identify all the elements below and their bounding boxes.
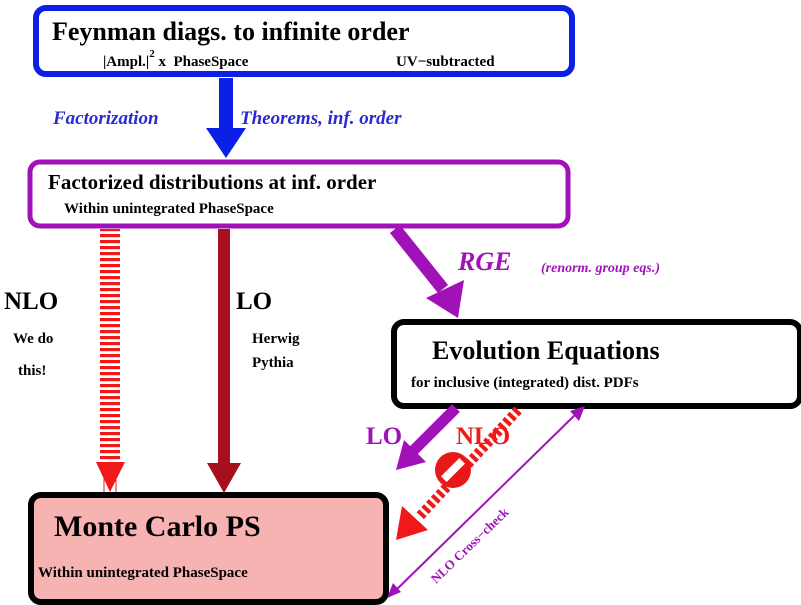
factorization-arrow — [206, 78, 246, 158]
ampl-superscript: 2 — [149, 48, 155, 60]
pythia-label: Pythia — [252, 355, 294, 371]
we-do-line1: We do — [13, 331, 53, 347]
nlo-evolution-label: NLO — [456, 423, 510, 450]
cross-check-arrow — [387, 406, 585, 598]
monte-carlo-box-title: Monte Carlo PS — [54, 510, 261, 543]
factorized-box — [27, 159, 571, 229]
lo-label: LO — [236, 288, 272, 315]
no-entry-icon — [435, 452, 471, 488]
lo-evolution-label: LO — [366, 423, 402, 450]
evolution-box-subtitle: for inclusive (integrated) dist. PDFs — [411, 375, 639, 391]
phasespace-text: x PhaseSpace — [155, 54, 249, 70]
we-do-line2: this! — [18, 363, 46, 379]
rge-label: RGE — [457, 247, 511, 276]
monte-carlo-box — [28, 492, 389, 605]
lo-arrow — [207, 229, 241, 493]
nlo-striped-arrow — [96, 229, 125, 492]
evolution-box-title: Evolution Equations — [432, 336, 660, 365]
factorized-box-subtitle: Within unintegrated PhaseSpace — [64, 201, 274, 217]
lo-evolution-arrow — [396, 404, 460, 470]
rge-arrow — [389, 224, 464, 318]
evolution-box — [391, 319, 801, 409]
feynman-box — [33, 5, 575, 77]
cross-check-label: NLO Cross−check — [428, 504, 512, 586]
monte-carlo-box-subtitle: Within unintegrated PhaseSpace — [38, 565, 248, 581]
nlo-label: NLO — [4, 288, 58, 315]
herwig-label: Herwig — [252, 331, 300, 347]
factorized-box-title: Factorized distributions at inf. order — [48, 170, 376, 194]
theorems-label: Theorems, inf. order — [240, 108, 402, 129]
uv-subtracted-text: UV−subtracted — [396, 54, 495, 70]
factorization-label: Factorization — [52, 108, 159, 129]
ampl-text: |Ampl.| — [103, 54, 149, 70]
rge-sublabel: (renorm. group eqs.) — [541, 261, 660, 276]
feynman-box-title: Feynman diags. to infinite order — [52, 17, 410, 46]
feynman-box-subtitle: |Ampl.|2 x PhaseSpace — [103, 48, 249, 70]
